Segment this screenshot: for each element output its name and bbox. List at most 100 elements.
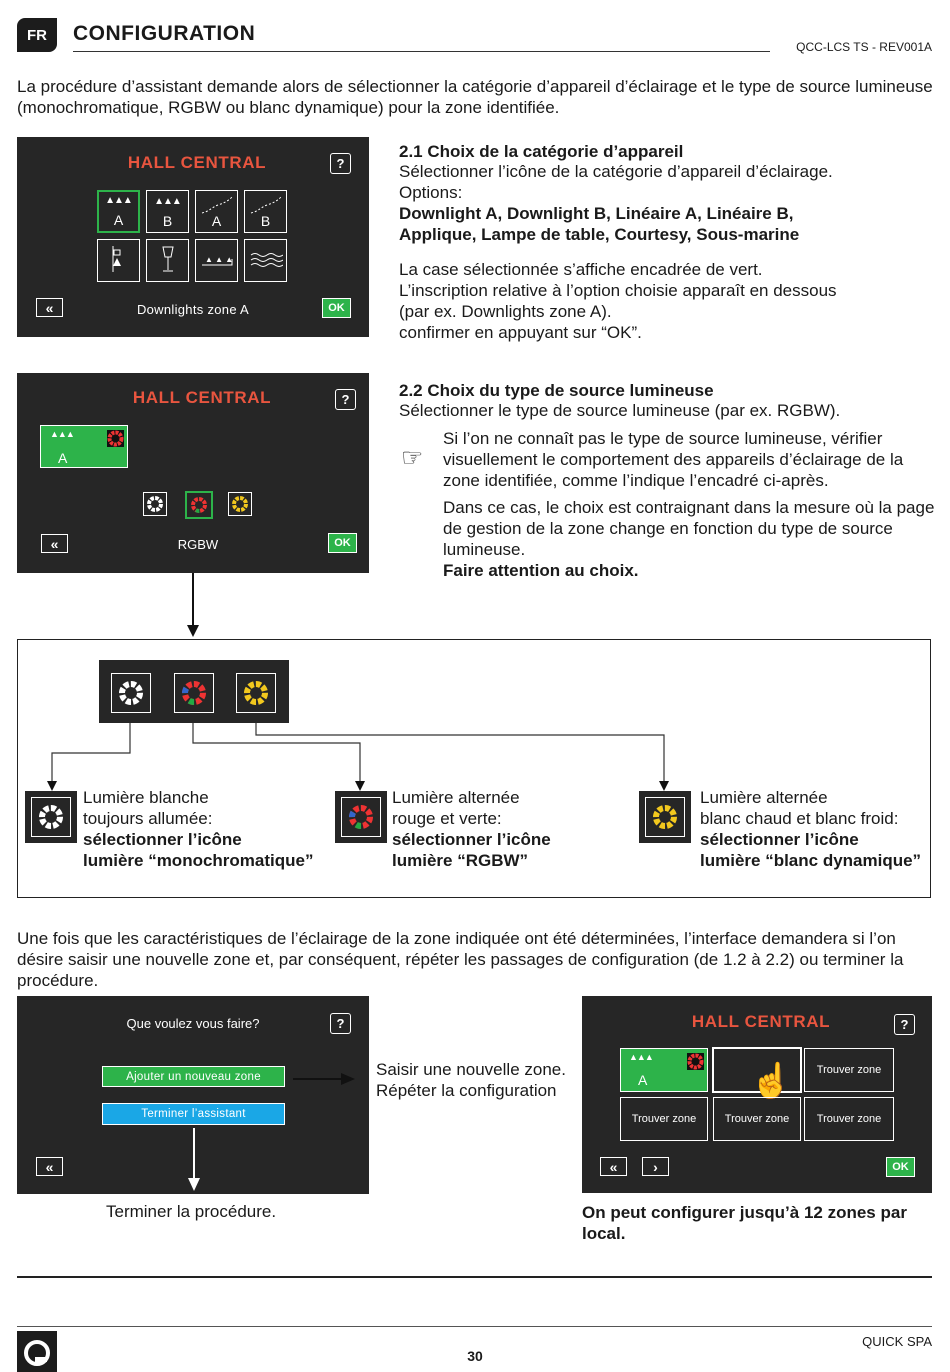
category-table-lamp[interactable]: [146, 239, 189, 282]
category-courtesy[interactable]: ▲ ▲ ▲: [195, 239, 238, 282]
screen-title: HALL CENTRAL: [127, 153, 267, 172]
page-number: 30: [467, 1348, 483, 1364]
rgbw-desc-3: sélectionner l’icône: [392, 830, 551, 849]
note-line-2: visuellement le comportement des apparei…: [443, 450, 904, 469]
rgbw-icon: [174, 673, 214, 713]
dynamic-white-option[interactable]: [228, 492, 252, 516]
source-type-diagram: [17, 639, 931, 898]
downlight-icon: ▲▲▲: [50, 429, 75, 439]
svg-text:▲ ▲ ▲: ▲ ▲ ▲: [205, 255, 233, 264]
company-name: QUICK SPA: [862, 1334, 932, 1349]
category-underwater[interactable]: [244, 239, 287, 282]
dyn-desc-4: lumière “blanc dynamique”: [700, 851, 922, 870]
ok-button[interactable]: OK: [322, 298, 351, 318]
footer-divider: [17, 1276, 932, 1278]
category-linear-a[interactable]: A: [195, 190, 238, 233]
monochromatic-option[interactable]: [143, 492, 167, 516]
table-lamp-icon: [161, 246, 174, 272]
dynamic-white-icon: [232, 496, 248, 512]
add-zone-text-2: Répéter la configuration: [376, 1081, 557, 1100]
white-desc-3: sélectionner l’icône: [83, 830, 242, 849]
rgbw-desc-4: lumière “RGBW”: [392, 851, 529, 870]
category-wall-light[interactable]: [97, 239, 140, 282]
linear-light-icon: [201, 196, 233, 214]
page-title: CONFIGURATION: [73, 22, 256, 45]
section-2-1-options-1: Downlight A, Downlight B, Linéaire A, Li…: [399, 204, 794, 223]
wall-light-icon: [112, 246, 121, 272]
linear-light-icon: [250, 196, 282, 214]
end-procedure-text: Terminer la procédure.: [106, 1202, 277, 1221]
downlight-icon: ▲▲▲: [629, 1052, 654, 1062]
back-button[interactable]: «: [36, 1157, 63, 1176]
header-divider: [73, 51, 770, 52]
ok-button[interactable]: OK: [886, 1157, 915, 1177]
find-zone-button[interactable]: Trouver zone: [620, 1097, 708, 1141]
selection-caption: Downlights zone A: [136, 302, 250, 317]
rgbw-icon: [107, 430, 124, 447]
category-downlight-b[interactable]: ▲▲▲B: [146, 190, 189, 233]
back-button[interactable]: «: [36, 298, 63, 317]
end-wizard-button[interactable]: Terminer l’assistant: [102, 1103, 285, 1125]
note-line-5: de gestion de la zone change en fonction…: [443, 519, 893, 538]
white-light-icon: [111, 673, 151, 713]
configured-zone-tile[interactable]: ▲▲▲ A: [620, 1048, 708, 1092]
screen-title: HALL CENTRAL: [132, 388, 272, 407]
screen-zones-overview: HALL CENTRAL ? ▲▲▲ A ☝ Trouver zone Trou…: [582, 996, 932, 1193]
find-zone-button[interactable]: Trouver zone: [713, 1097, 801, 1141]
note-line-6: lumineuse.: [443, 540, 526, 559]
help-button[interactable]: ?: [330, 153, 351, 174]
max-zones-note-1: On peut configurer jusqu’à 12 zones par: [582, 1203, 907, 1222]
find-zone-button[interactable]: Trouver zone: [804, 1097, 894, 1141]
section-2-1-text: Sélectionner l’icône de la catégorie d’a…: [399, 162, 833, 181]
section-2-1-options-label: Options:: [399, 183, 463, 202]
rgbw-option[interactable]: [185, 491, 213, 519]
note-line-3: zone identifiée, comme l’indique l’encad…: [443, 471, 829, 490]
section-2-1-options-2: Applique, Lampe de table, Courtesy, Sous…: [399, 225, 800, 244]
section-2-1-note-4: confirmer en appuyant sur “OK”.: [399, 323, 642, 342]
section-2-2-text: Sélectionner le type de source lumineuse…: [399, 401, 841, 420]
next-page-button[interactable]: ›: [642, 1157, 669, 1176]
source-icons-strip: [99, 660, 289, 723]
pointing-hand-icon: ☞: [401, 444, 424, 472]
intro-paragraph: La procédure d’assistant demande alors d…: [17, 77, 933, 117]
rgbw-desc-1: Lumière alternée: [392, 788, 520, 807]
help-button[interactable]: ?: [894, 1014, 915, 1035]
help-button[interactable]: ?: [330, 1013, 351, 1034]
rgbw-icon: [335, 791, 387, 843]
note-warning: Faire attention au choix.: [443, 561, 639, 580]
footer-divider-2: [17, 1326, 932, 1327]
note-line-1: Si l’on ne connaît pas le type de source…: [443, 429, 883, 448]
category-downlight-a[interactable]: ▲▲▲A: [97, 190, 140, 233]
section-2-1-heading: 2.1 Choix de la catégorie d’appareil: [399, 142, 684, 161]
ok-button[interactable]: OK: [328, 533, 357, 553]
courtesy-light-icon: ▲ ▲ ▲: [201, 255, 233, 266]
selection-caption: RGBW: [177, 537, 219, 552]
max-zones-note-2: local.: [582, 1224, 626, 1243]
back-button[interactable]: «: [600, 1157, 627, 1176]
question-text: Que voulez vous faire?: [126, 1016, 260, 1031]
dyn-desc-1: Lumière alternée: [700, 788, 828, 807]
add-zone-button[interactable]: Ajouter un nouveau zone: [102, 1066, 285, 1087]
dynamic-white-icon: [639, 791, 691, 843]
white-light-icon: [25, 791, 77, 843]
section-2-1-note-1: La case sélectionnée s’affiche encadrée …: [399, 260, 763, 279]
back-button[interactable]: «: [41, 534, 68, 553]
category-linear-b[interactable]: B: [244, 190, 287, 233]
help-button[interactable]: ?: [335, 389, 356, 410]
rgbw-icon: [191, 497, 207, 513]
dyn-desc-3: sélectionner l’icône: [700, 830, 859, 849]
find-zone-button[interactable]: Trouver zone: [804, 1048, 894, 1092]
screen-title: HALL CENTRAL: [691, 1012, 831, 1031]
white-desc-1: Lumière blanche: [83, 788, 209, 807]
new-zone-slot[interactable]: [712, 1047, 802, 1093]
selected-zone-tile: ▲▲▲ A: [40, 425, 128, 468]
down-arrow: [188, 1128, 200, 1191]
downlight-icon: ▲▲▲: [154, 196, 182, 207]
section-2-1-note-2: L’inscription relative à l’option choisi…: [399, 281, 837, 300]
dyn-desc-2: blanc chaud et blanc froid:: [700, 809, 899, 828]
connector-arrows: [47, 723, 669, 791]
rgbw-desc-2: rouge et verte:: [392, 809, 502, 828]
white-light-icon: [147, 496, 163, 512]
dynamic-white-icon: [236, 673, 276, 713]
language-badge: FR: [17, 18, 57, 52]
